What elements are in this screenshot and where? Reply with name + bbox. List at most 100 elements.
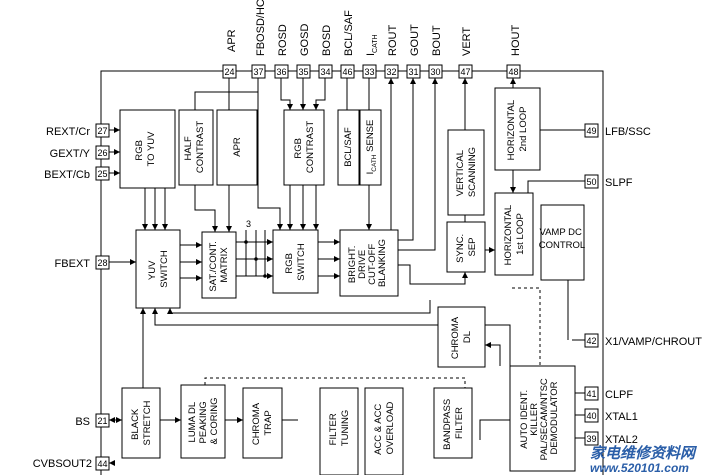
top-pin-rout: ROUT 32 [384,25,399,79]
top-pin-label: BOUT [431,25,443,56]
block-yuv-switch: YUV SWITCH [135,229,181,309]
top-pin-number: 31 [408,67,418,77]
top-pin-label: ROUT [387,25,399,56]
svg-text:RGB CONTRAST: RGB CONTRAST [293,121,316,173]
block-half-contrast: HALF CONTRAST [178,109,214,186]
svg-text:SAT./CONT. MATRIX: SAT./CONT. MATRIX [208,238,230,291]
right-pin-slpf: 50 SLPF [584,174,633,189]
right-pin-xtal2: 39 XTAL2 [584,431,638,446]
block-sync-sep: SYNC. SEP [446,221,486,273]
top-pin-number: 30 [430,67,440,77]
top-pin-number: 48 [508,67,518,77]
block-icath-sense: ICATH SENSE [359,109,382,186]
top-pin-number: 37 [253,67,263,77]
top-pin-number: 46 [342,67,352,77]
block-demodulator: AUTO IDENT. KILLER PAL/SECAM/NTSC DEMODU… [509,365,576,472]
svg-text:CHROMA TRAP: CHROMA TRAP [251,401,274,445]
left-pin-label: GEXT/Y [50,148,91,160]
block-acc-overload: ACC & ACC OVERLOAD [364,387,404,475]
svg-text:ACC & ACC OVERLOAD: ACC & ACC OVERLOAD [373,401,396,455]
svg-text:VAMP DC CONTROL: VAMP DC CONTROL [539,227,585,251]
top-pin-label: HOUT [510,25,522,56]
matrix-tag: 3 [246,219,251,229]
svg-text:FILTER TUNING: FILTER TUNING [328,410,351,446]
svg-text:APR: APR [232,137,243,157]
right-pin-x1-vamp-chrout: 42 X1/VAMP/CHROUT [584,333,702,348]
left-pin-number: 44 [97,459,107,469]
watermark: 家电维修资料网 www.520101.com [590,444,698,475]
block-chroma-dl: CHROMA DL [437,306,486,368]
top-pin-label: VERT [461,27,473,56]
block-black-stretch: BLACK STRETCH [121,387,161,459]
block-filter-tuning: FILTER TUNING [319,387,359,475]
top-pin-bout: BOUT 30 [428,25,443,79]
svg-text:LUMA DL PEAKING &: LUMA DL PEAKING & CORING [187,398,220,445]
top-pin-vert: VERT 47 [458,27,473,79]
left-pin-gext-y: GEXT/Y 26 [50,145,110,160]
top-pin-label: APR [226,29,238,52]
block-sat-cont-matrix: SAT./CONT. MATRIX [201,231,237,299]
svg-text:AUTO IDENT. KILLER: AUTO IDENT. KILLER PAL/SECAM/NTSC DEMODU… [519,376,560,461]
top-pin-gout: GOUT 31 [406,24,421,79]
svg-text:VERTICAL SCANNING: VERTICAL SCANNING [455,147,478,197]
svg-text:ICATH SENSE: ICATH SENSE [365,120,378,175]
right-pin-number: 49 [586,126,596,136]
right-pin-clpf: 41 CLPF [584,386,633,401]
top-pin-icath: ICATH 33 [362,34,379,79]
top-pin-label: GOUT [409,24,421,56]
svg-text:HORIZONTAL 1st LOOP: HORIZONTAL 1st LOOP [503,203,526,266]
block-apr: APR [216,109,258,186]
left-pin-fbext: FBEXT 28 [55,255,110,270]
svg-text:RGB SWITCH: RGB SWITCH [284,243,307,281]
right-pin-label: CLPF [605,389,633,401]
top-pin-label: FBOSD/HC [255,0,267,56]
left-pin-label: CVBSOUT2 [33,458,92,470]
svg-text:YUV SWITCH: YUV SWITCH [147,250,170,288]
top-pin-label: GOSD [299,24,311,56]
block-luma-dl: LUMA DL PEAKING & CORING [180,384,226,459]
top-pin-rosd: ROSD 36 [274,24,289,79]
top-pin-hout: HOUT 48 [506,25,522,79]
top-pin-bcl-saf: BCL/SAF 46 [340,10,355,79]
svg-text:BLACK STRETCH: BLACK STRETCH [130,400,153,445]
block-bandpass-filter: BANDPASS FILTER [433,387,473,459]
watermark-text: 家电维修资料网 [590,444,698,462]
block-bcl-saf: BCL/SAF [337,109,360,186]
right-pin-number: 50 [586,177,596,187]
top-pin-number: 36 [276,67,286,77]
top-pin-label: ICATH [365,34,379,56]
left-pin-rext-cr: REXT/Cr 27 [46,123,110,138]
right-pin-lfb-ssc: 49 LFB/SSC [584,123,651,138]
arrowheads [109,78,516,466]
top-pin-number: 35 [298,67,308,77]
right-pin-label: LFB/SSC [605,126,651,138]
left-pin-number: 25 [97,169,107,179]
left-pin-number: 21 [97,416,107,426]
right-pin-label: XTAL1 [605,411,638,423]
svg-text:BRIGHT. DRIVE CUT-: BRIGHT. DRIVE CUT-OFF BLANKING [347,239,388,287]
top-pin-apr: APR 24 [222,29,238,79]
top-pin-fbosd-hc: FBOSD/HC 37 [251,0,267,79]
top-pin-number: 34 [320,67,330,77]
left-pin-cvbsout2: CVBSOUT2 44 [33,456,110,471]
right-pin-label: SLPF [605,177,633,189]
top-pin-label: ROSD [277,24,289,56]
svg-text:BANDPASS FILTER: BANDPASS FILTER [442,396,465,450]
top-pin-number: 32 [386,67,396,77]
svg-text:HALF CONTRAST: HALF CONTRAST [183,121,206,173]
right-pin-number: 40 [586,411,596,421]
left-pin-bs: BS 21 [75,413,110,428]
top-pin-gosd: GOSD 35 [296,24,311,79]
top-pin-label: BOSD [321,25,333,56]
left-pin-bext-cb: BEXT/Cb 25 [44,166,110,181]
svg-text:RGB TO YUV: RGB TO YUV [134,131,157,167]
right-pin-xtal1: 40 XTAL1 [584,408,638,423]
block-vamp-dc-control: VAMP DC CONTROL [539,204,585,281]
left-pin-label: REXT/Cr [46,126,90,138]
top-pin-number: 47 [460,67,470,77]
block-rgb-contrast: RGB CONTRAST [283,109,325,186]
svg-text:SYNC. SEP: SYNC. SEP [455,231,478,263]
block-horizontal-1st-loop: HORIZONTAL 1st LOOP [494,192,534,276]
block-chroma-trap: CHROMA TRAP [242,387,283,459]
